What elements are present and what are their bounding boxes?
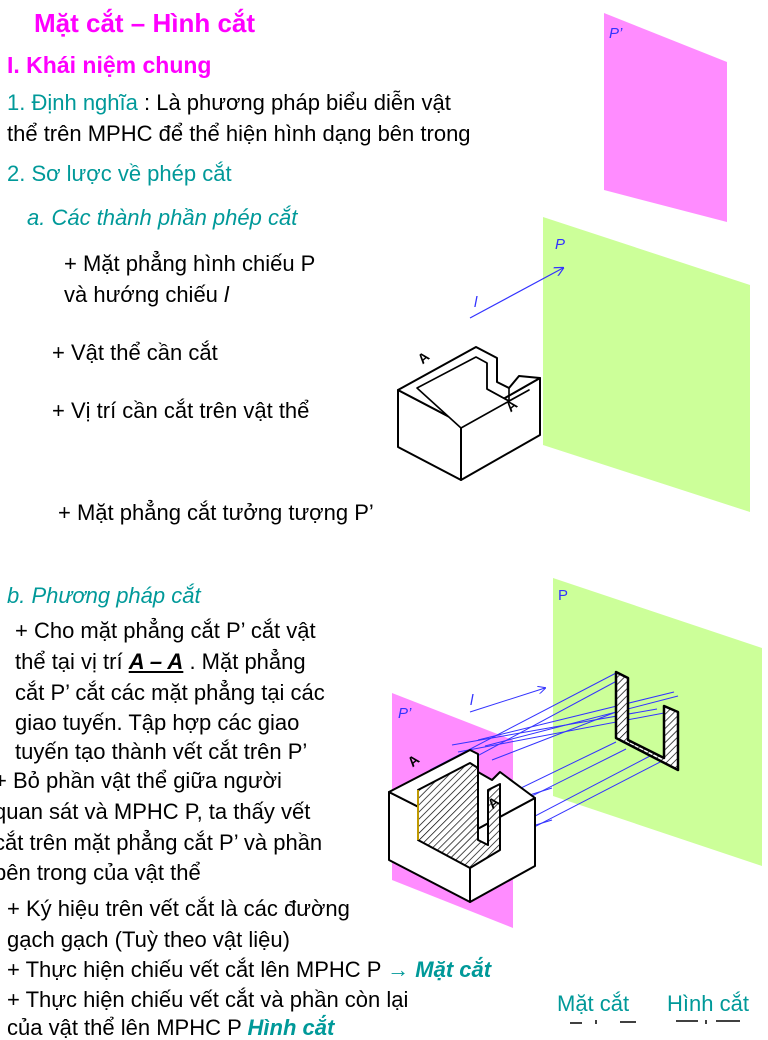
definition-label: 1. Định nghĩa (7, 90, 138, 115)
part-b-p3-line-2: gạch gạch (Tuỳ theo vật liệu) (7, 927, 290, 952)
part-b-p5-line-1: + Thực hiện chiếu vết cắt và phần còn lạ… (7, 987, 409, 1012)
part-b-p1-line-5: tuyến tạo thành vết cắt trên P’ (15, 739, 308, 764)
cut-position-label: A – A (128, 649, 184, 674)
projection-plane-p-bottom (553, 578, 762, 866)
part-b-p2-line-4: bên trong của vật thể (0, 860, 201, 885)
plane-label-p-prime-top: P’ (609, 25, 623, 42)
part-b-heading: b. Phương pháp cắt (7, 583, 201, 608)
part-a-item-4: + Mặt phẳng cắt tưởng tượng P’ (58, 500, 374, 525)
section-projection-profile (614, 670, 680, 772)
object-to-cut (397, 346, 541, 481)
part-b-p4: + Thực hiện chiếu vết cắt lên MPHC P → M… (7, 959, 491, 981)
part-b-p2-line-1: + Bỏ phần vật thể giữa người (0, 768, 282, 793)
part-b-p1-line-1: + Cho mặt phẳng cắt P’ cắt vật (15, 618, 316, 643)
part-a-item-2: + Vật thể cần cắt (52, 340, 218, 365)
part-b-p1-text-c: . Mặt phẳng (183, 649, 306, 674)
projection-direction-arrow (469, 268, 563, 319)
part-b-p1-line-4: giao tuyến. Tập hợp các giao (15, 710, 300, 735)
bottom-label-hinh-cat: Hình cắt (667, 991, 749, 1016)
part-b-p1-text-a: thể tại vị trí (15, 649, 129, 674)
cutting-plane-p-prime-top (604, 13, 727, 222)
direction-label-bottom: l (470, 692, 474, 709)
plane-label-p-prime-bottom: P’ (398, 705, 412, 722)
definition-text-1: : Là phương pháp biểu diễn vật (137, 90, 451, 115)
cut-object (388, 749, 536, 903)
part-a-item-3: + Vị trí cần cắt trên vật thể (52, 398, 310, 423)
small-views-bottom (570, 1020, 740, 1024)
plane-label-p-bottom: P (558, 587, 568, 604)
cut-mark-a-left-top: A (414, 348, 432, 367)
part-b-p2-line-2: quan sát và MPHC P, ta thấy vết (0, 799, 311, 824)
part-b-p2-line-3: cắt trên mặt phẳng cắt P’ và phần (0, 830, 323, 855)
definition-line-2: thể trên MPHC để thể hiện hình dạng bên … (7, 121, 471, 146)
part-a-item-1-text: và hướng chiếu (64, 282, 225, 307)
section-heading-cutting: 2. Sơ lược về phép cắt (7, 161, 232, 186)
arrow-right-icon: → (387, 957, 410, 982)
definition-line-1: 1. Định nghĩa : Là phương pháp biểu diễn… (7, 92, 451, 114)
projection-plane-p-top (543, 217, 750, 512)
plane-label-p-top: P (555, 236, 565, 253)
part-b-p1-line-3: cắt P’ cắt các mặt phẳng tại các (15, 680, 325, 705)
page-title: Mặt cắt – Hình cắt (34, 8, 256, 38)
direction-label-top: l (474, 294, 478, 311)
part-b-p1-line-2: thể tại vị trí A – A . Mặt phẳng (15, 651, 306, 673)
part-b-p3-line-1: + Ký hiệu trên vết cắt là các đường (7, 896, 350, 921)
part-a-heading: a. Các thành phần phép cắt (27, 205, 298, 230)
part-a-item-1-line-2: và hướng chiếu l (64, 284, 229, 306)
part-b-p4-text: + Thực hiện chiếu vết cắt lên MPHC P (7, 957, 388, 982)
bottom-label-mat-cat: Mặt cắt (557, 991, 630, 1016)
section-heading-general: I. Khái niệm chung (7, 52, 212, 78)
part-a-item-1-line-1: + Mặt phẳng hình chiếu P (64, 251, 316, 276)
direction-symbol: l (224, 282, 229, 307)
result-mat-cat: Mặt cắt (409, 957, 492, 982)
